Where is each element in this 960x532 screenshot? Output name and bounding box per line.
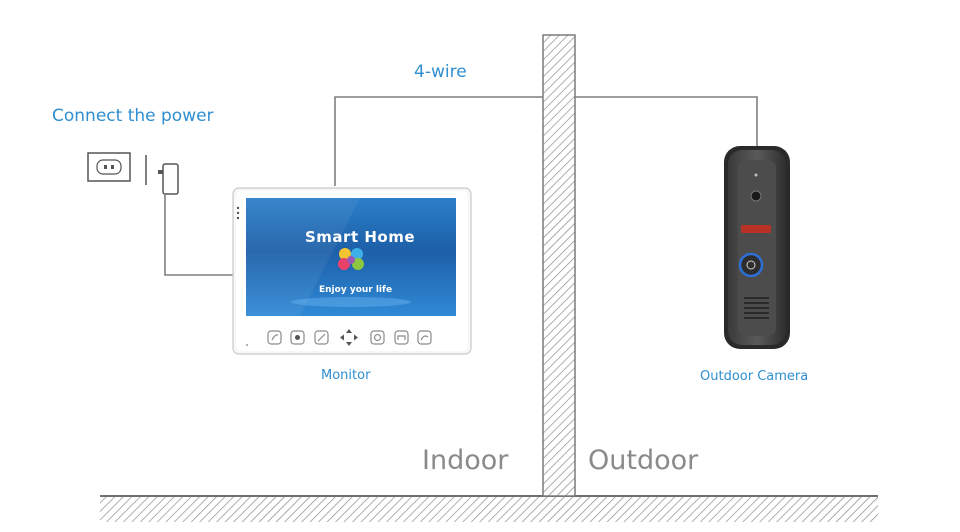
monitor-button-row bbox=[267, 329, 432, 346]
unlock-icon bbox=[394, 330, 409, 345]
transfer-icon bbox=[314, 330, 329, 345]
call-button-icon bbox=[738, 252, 764, 278]
hangup-icon bbox=[417, 330, 432, 345]
ir-light bbox=[741, 225, 771, 233]
monitor-label: Monitor bbox=[321, 368, 371, 383]
phone-icon bbox=[267, 330, 282, 345]
speaker-grill bbox=[744, 297, 769, 319]
power-cable bbox=[164, 195, 235, 276]
wall bbox=[542, 34, 576, 497]
power-outlet bbox=[87, 152, 131, 182]
ground bbox=[100, 495, 878, 532]
four-wire-cable bbox=[334, 96, 758, 186]
outdoor-camera bbox=[724, 146, 790, 349]
camera-lens-icon bbox=[750, 190, 762, 202]
smart-home-logo-icon bbox=[338, 248, 364, 270]
four-wire-label: 4-wire bbox=[414, 62, 467, 82]
direction-pad-icon bbox=[340, 329, 358, 346]
outdoor-label: Outdoor bbox=[588, 445, 699, 476]
indoor-label: Indoor bbox=[422, 445, 509, 476]
indoor-monitor bbox=[232, 187, 472, 355]
screen-title: Smart Home bbox=[305, 228, 416, 246]
settings-icon bbox=[370, 330, 385, 345]
power-adapter bbox=[145, 155, 179, 195]
camera-icon bbox=[290, 330, 305, 345]
outdoor-camera-label: Outdoor Camera bbox=[700, 369, 809, 384]
screen-tagline: Enjoy your life bbox=[319, 285, 393, 295]
connect-power-label: Connect the power bbox=[52, 106, 214, 126]
